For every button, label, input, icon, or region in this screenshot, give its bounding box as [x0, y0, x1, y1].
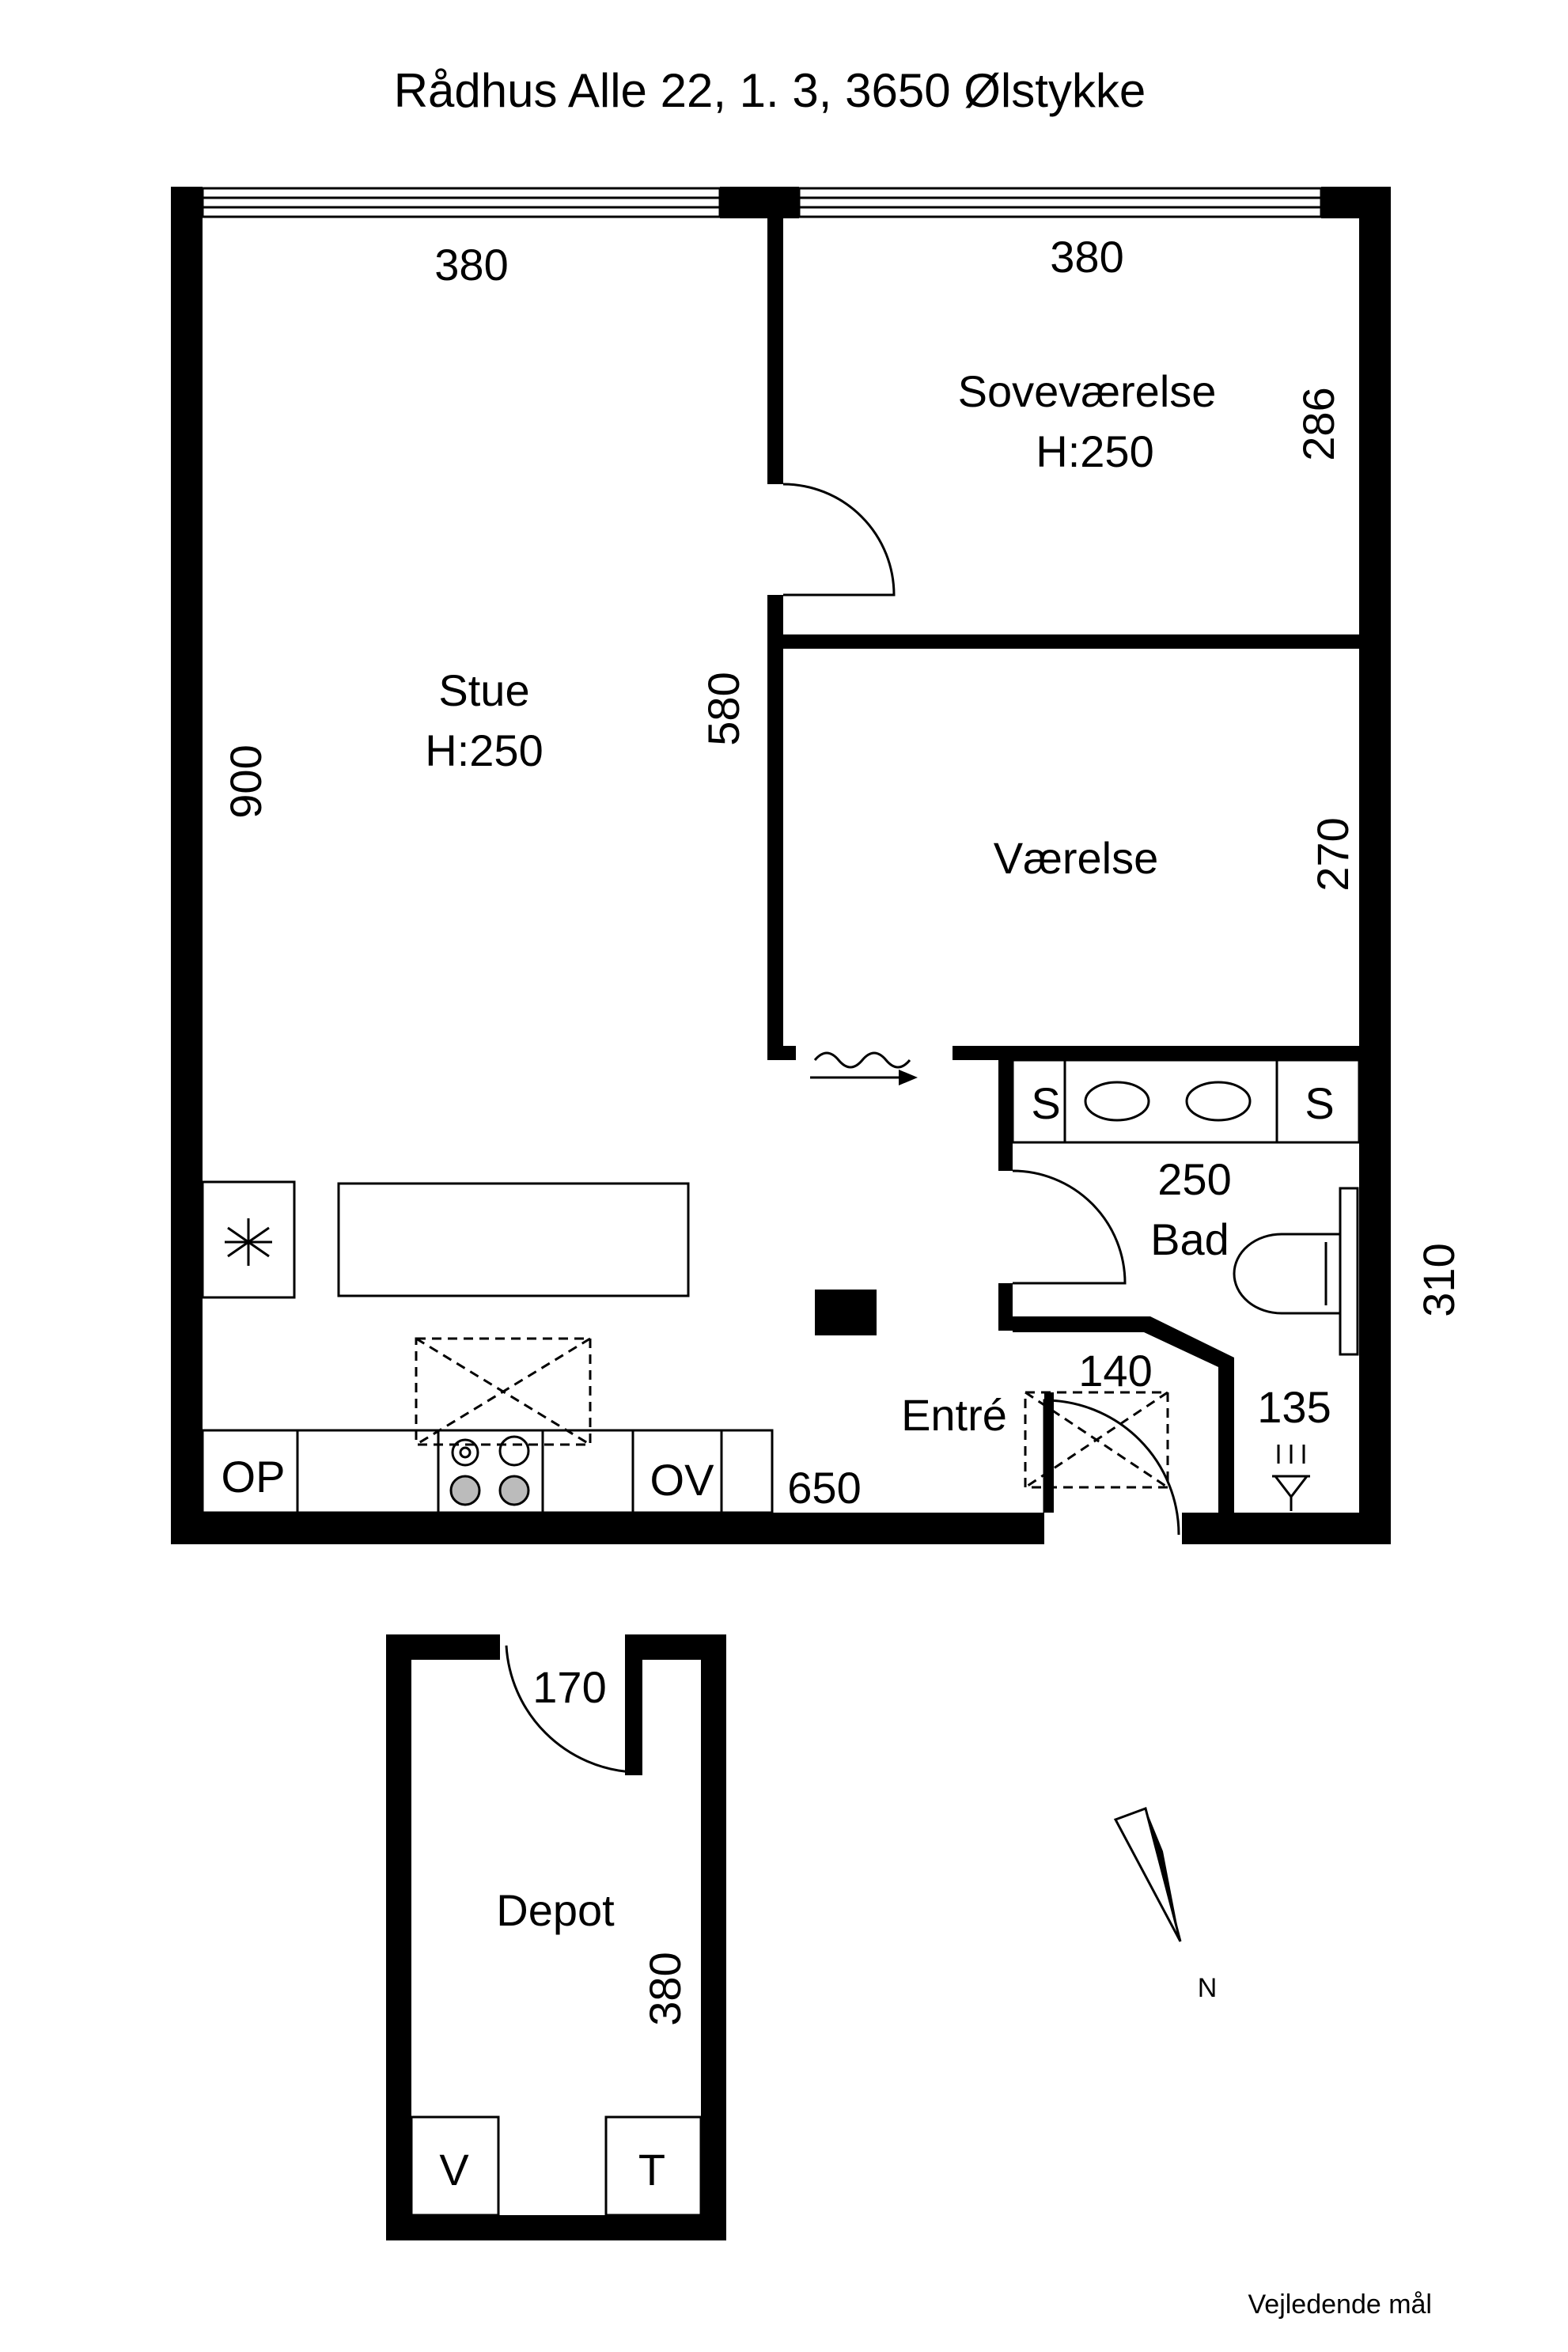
dim-stue-width: 380 — [434, 240, 508, 290]
dim-entre-side: 135 — [1257, 1382, 1331, 1432]
antenna-icon — [1272, 1445, 1310, 1511]
outer-walls — [171, 187, 1391, 1544]
window-sove — [797, 187, 1323, 218]
room-depot-name: Depot — [496, 1885, 615, 1935]
wall-bottom-right — [1182, 1513, 1391, 1544]
door-sove — [782, 483, 896, 597]
toilet-tank — [1339, 1187, 1359, 1356]
depot-v-label: V — [439, 2145, 469, 2195]
room-entre-name: Entré — [901, 1390, 1007, 1440]
dim-kitchen-length: 650 — [787, 1463, 861, 1513]
room-stue-name: Stue — [438, 665, 529, 715]
asterisk-icon — [225, 1218, 272, 1266]
door-entre — [1043, 1399, 1180, 1536]
fixture-ov: OV — [650, 1455, 715, 1505]
room-vaerelse-name: Værelse — [994, 833, 1159, 883]
sink-left — [1084, 1081, 1150, 1122]
room-sove-height: H:250 — [1036, 426, 1153, 476]
dim-sove-width: 380 — [1050, 232, 1123, 282]
footer-note: Vejledende mål — [1248, 2290, 1432, 2320]
dim-bad-depth: 310 — [1414, 1243, 1464, 1316]
dim-entre-width: 140 — [1078, 1346, 1152, 1396]
wall-sove-vaerelse — [767, 634, 1361, 649]
ventilation-box — [201, 1180, 296, 1299]
closet-right-label: S — [1305, 1078, 1334, 1128]
room-stue-height: H:250 — [425, 725, 543, 775]
column — [815, 1290, 877, 1335]
wall-bottom-left — [171, 1513, 1044, 1544]
room-bad-name: Bad — [1150, 1214, 1229, 1264]
dim-stue-depth: 900 — [221, 744, 271, 818]
door-bad — [1012, 1169, 1127, 1285]
bath-fixtures — [1011, 1059, 1361, 1356]
kitchen — [201, 1180, 774, 1514]
dim-depot-depth: 380 — [640, 1952, 690, 2025]
room-sove-name: Soveværelse — [958, 366, 1217, 416]
dim-bad-width: 250 — [1157, 1154, 1231, 1204]
stove-icon — [449, 1435, 530, 1506]
kitchen-counter — [201, 1429, 774, 1514]
sink-right — [1185, 1081, 1252, 1122]
wall-left — [171, 187, 203, 1544]
plan-title: Rådhus Alle 22, 1. 3, 3650 Ølstykke — [394, 64, 1146, 117]
sliding-door-symbol — [810, 1051, 918, 1085]
depot-box-v — [410, 2115, 500, 2217]
window-stue — [201, 187, 722, 218]
toilet-icon — [1233, 1233, 1342, 1315]
kitchen-island — [337, 1182, 690, 1297]
depot-walls — [386, 1634, 726, 2240]
compass-icon — [1113, 1807, 1182, 1942]
windows — [201, 187, 1323, 218]
depot-box-t — [604, 2115, 703, 2217]
wall-vaerelse-bad — [953, 1046, 1361, 1060]
fixture-op: OP — [222, 1452, 286, 1502]
dim-sove-depth: 286 — [1293, 387, 1343, 460]
wall-top-pier — [720, 187, 799, 218]
dim-vaerelse-depth: 270 — [1308, 817, 1358, 891]
door-depot — [505, 1645, 634, 1774]
dim-depot-width: 170 — [532, 1662, 606, 1712]
entre-dashed-box — [1024, 1391, 1169, 1489]
closet-left-label: S — [1031, 1078, 1060, 1128]
interior-walls — [767, 218, 1361, 1513]
compass-north-label: N — [1198, 1973, 1218, 2003]
dim-stue-inner: 580 — [699, 672, 748, 745]
wall-right — [1359, 187, 1391, 1544]
depot-t-label: T — [638, 2145, 665, 2195]
